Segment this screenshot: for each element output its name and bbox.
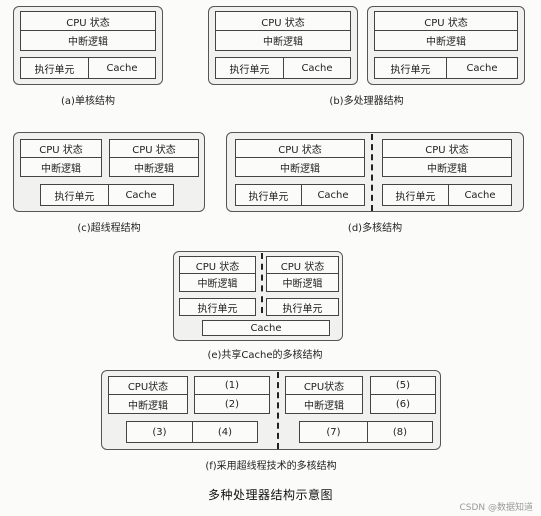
- cpu-state-label: CPU 状态: [216, 12, 350, 31]
- diagram-e-shared-cache: CPU 状态 中断逻辑 执行单元 CPU 状态 中断逻辑 执行单元 Cache: [173, 251, 343, 341]
- exec-unit-label: 执行单元: [216, 58, 284, 78]
- interrupt-logic-label: 中断逻辑: [426, 37, 466, 48]
- diagram-b-processor-2: CPU 状态 中断逻辑 执行单元 Cache: [367, 6, 525, 85]
- cache-label: Cache: [106, 62, 138, 74]
- exec-cache-block: 执行单元 Cache: [20, 57, 156, 79]
- core-1-exec-cache-block: (3) (4): [126, 421, 258, 443]
- exec-unit-label: 执行单元: [41, 185, 109, 205]
- interrupt-logic-label: 中断逻辑: [128, 400, 168, 412]
- label-4: (4): [217, 426, 233, 438]
- cache-label: Cache: [301, 62, 333, 74]
- diagram-c-hyperthreading: CPU 状态 中断逻辑 CPU 状态 中断逻辑 执行单元 Cache: [13, 132, 205, 212]
- core-1-thread-a-block: CPU状态 中断逻辑: [108, 376, 188, 414]
- cpu-logic-block: CPU 状态 中断逻辑: [374, 11, 518, 51]
- core-2-thread-a-block: CPU状态 中断逻辑: [285, 376, 363, 414]
- core-2-exec-cache-block: 执行单元 Cache: [382, 184, 512, 206]
- label-7: (7): [300, 422, 368, 442]
- caption-c: (c)超线程结构: [77, 223, 141, 234]
- cpu-logic-block: CPU 状态 中断逻辑: [215, 11, 351, 51]
- exec-unit-label: 执行单元: [383, 185, 449, 205]
- label-5: (5): [371, 377, 435, 395]
- cpu-state-label: CPU 状态: [267, 257, 338, 274]
- interrupt-logic-label: 中断逻辑: [280, 163, 320, 175]
- label-2: (2): [224, 398, 240, 410]
- cache-label: Cache: [464, 189, 496, 201]
- cache-label: Cache: [466, 62, 498, 74]
- cpu-state-label: CPU 状态: [110, 140, 198, 158]
- thread-1-logic-block: CPU 状态 中断逻辑: [20, 139, 102, 177]
- caption-d: (d)多核结构: [347, 223, 403, 234]
- cpu-state-label: CPU状态: [109, 377, 187, 395]
- diagram-d-multicore: CPU 状态 中断逻辑 执行单元 Cache CPU 状态 中断逻辑 执行单元 …: [226, 132, 524, 212]
- interrupt-logic-label: 中断逻辑: [427, 163, 467, 175]
- cpu-state-label: CPU 状态: [383, 140, 511, 158]
- core-1-logic-block: CPU 状态 中断逻辑: [179, 256, 256, 292]
- interrupt-logic-label: 中断逻辑: [263, 37, 303, 48]
- core-2-thread-b-block: (5) (6): [370, 376, 436, 414]
- core-1-exec-unit: 执行单元: [179, 298, 256, 316]
- cpu-state-label: CPU 状态: [375, 12, 517, 31]
- cpu-state-label: CPU 状态: [236, 140, 364, 158]
- caption-f: (f)采用超线程技术的多核结构: [205, 461, 337, 472]
- interrupt-logic-label: 中断逻辑: [134, 163, 174, 175]
- exec-cache-block: 执行单元 Cache: [215, 57, 351, 79]
- interrupt-logic-label: 中断逻辑: [197, 279, 238, 290]
- core-1-exec-cache-block: 执行单元 Cache: [235, 184, 365, 206]
- cpu-state-label: CPU状态: [286, 377, 362, 395]
- label-1: (1): [195, 377, 269, 395]
- interrupt-logic-label: 中断逻辑: [304, 400, 344, 412]
- core-divider: [261, 253, 263, 313]
- interrupt-logic-label: 中断逻辑: [68, 37, 108, 48]
- cache-label: Cache: [317, 189, 349, 201]
- thread-2-logic-block: CPU 状态 中断逻辑: [109, 139, 199, 177]
- label-8: (8): [392, 426, 408, 438]
- interrupt-logic-label: 中断逻辑: [41, 163, 81, 175]
- exec-unit-label: 执行单元: [375, 58, 447, 78]
- cache-label: Cache: [125, 189, 157, 201]
- cpu-state-label: CPU 状态: [180, 257, 255, 274]
- core-2-logic-block: CPU 状态 中断逻辑: [382, 139, 512, 177]
- figure-title: 多种处理器结构示意图: [207, 488, 333, 502]
- shared-cache: Cache: [202, 320, 330, 336]
- core-divider: [371, 134, 373, 211]
- label-3: (3): [127, 422, 193, 442]
- interrupt-logic-label: 中断逻辑: [282, 279, 323, 290]
- cpu-state-label: CPU 状态: [21, 12, 155, 31]
- caption-b: (b)多处理器结构: [329, 96, 404, 107]
- core-1-thread-b-block: (1) (2): [194, 376, 270, 414]
- diagram-b-processor-1: CPU 状态 中断逻辑 执行单元 Cache: [208, 6, 358, 85]
- cpu-logic-block: CPU 状态 中断逻辑: [20, 11, 156, 51]
- label-6: (6): [395, 398, 411, 410]
- core-divider: [277, 372, 279, 449]
- core-2-logic-block: CPU 状态 中断逻辑: [266, 256, 339, 292]
- exec-cache-block: 执行单元 Cache: [40, 184, 174, 206]
- diagram-f-ht-multicore: CPU状态 中断逻辑 (1) (2) (3) (4) CPU状态 中断逻辑 (5…: [101, 370, 441, 450]
- exec-cache-block: 执行单元 Cache: [374, 57, 518, 79]
- core-1-logic-block: CPU 状态 中断逻辑: [235, 139, 365, 177]
- caption-e: (e)共享Cache的多核结构: [207, 350, 323, 361]
- diagram-a-single-core: CPU 状态 中断逻辑 执行单元 Cache: [13, 6, 163, 85]
- core-2-exec-unit: 执行单元: [266, 298, 339, 316]
- exec-unit-label: 执行单元: [236, 185, 302, 205]
- exec-unit-label: 执行单元: [21, 58, 89, 78]
- core-2-exec-cache-block: (7) (8): [299, 421, 433, 443]
- watermark: CSDN @数据知道: [459, 503, 533, 513]
- caption-a: (a)单核结构: [61, 96, 115, 107]
- cpu-state-label: CPU 状态: [21, 140, 101, 158]
